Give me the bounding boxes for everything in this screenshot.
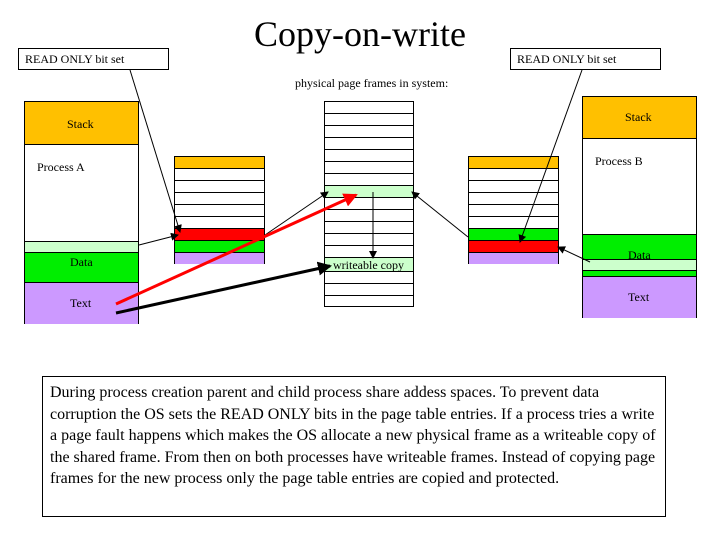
page-table-b-entry — [469, 205, 558, 217]
page-table-a-read-only-entry — [175, 229, 264, 241]
physical-frame — [325, 126, 413, 138]
page-table-a-entry — [175, 205, 264, 217]
page-table-b-entry — [469, 157, 558, 169]
process-a-text-label: Text — [70, 296, 92, 310]
process-a-stack-segment — [25, 102, 138, 145]
process-b-page-table — [468, 156, 559, 264]
process-b-stack-label: Stack — [625, 110, 652, 124]
physical-frame — [325, 138, 413, 150]
page-table-b-entry — [469, 217, 558, 229]
process-b-data-shared-segment — [583, 259, 696, 270]
page-table-b-entry — [469, 193, 558, 205]
writeable-copy-arrow — [115, 261, 332, 315]
physical-frames-label: physical page frames in system: — [295, 76, 449, 90]
read-only-callout-right: READ ONLY bit set — [510, 48, 661, 70]
physical-frame — [325, 162, 413, 174]
process-b-data-segment-lower — [583, 270, 696, 276]
description-text: During process creation parent and child… — [50, 384, 656, 488]
process-b-data-segment — [583, 234, 696, 259]
write-attempt-arrow — [115, 193, 358, 306]
page-table-b-entry — [469, 181, 558, 193]
physical-frame — [325, 210, 413, 222]
process-a-data-shared-segment — [25, 241, 138, 252]
physical-frame — [325, 234, 413, 246]
process-b-stack-segment — [583, 97, 696, 139]
page-table-a-data-entry — [175, 241, 264, 253]
read-only-callout-left: READ ONLY bit set — [18, 48, 169, 70]
callout-right-pointer — [518, 69, 583, 243]
process-a-stack-label: Stack — [67, 117, 94, 131]
process-a-data-label: Data — [70, 255, 93, 269]
process-b-text-segment — [583, 276, 696, 318]
physical-frame — [325, 222, 413, 234]
writeable-copy-label: writeable copy — [333, 258, 404, 272]
page-table-b-text-entry — [469, 253, 558, 264]
process-a-data-segment — [25, 252, 138, 282]
process-a-address-space: Stack Process A Data Text — [24, 101, 139, 324]
read-only-callout-right-text: READ ONLY bit set — [517, 52, 617, 66]
physical-frame — [325, 150, 413, 162]
physical-frames: writeable copy — [324, 101, 414, 307]
page-table-a-entry — [175, 193, 264, 205]
physical-frame — [325, 198, 413, 210]
page-table-a-entry — [175, 181, 264, 193]
process-a-name: Process A — [37, 160, 85, 174]
process-b-data-label: Data — [628, 248, 651, 262]
process-b-name: Process B — [595, 154, 643, 168]
page-table-b-data-entry — [469, 229, 558, 241]
physical-frame — [325, 284, 413, 296]
process-a-data-pointer — [138, 232, 179, 246]
page-title: Copy-on-write — [254, 14, 466, 54]
page-table-a-entry — [175, 217, 264, 229]
page-table-b-to-frame-pointer — [411, 191, 469, 238]
page-table-b-entry — [469, 169, 558, 181]
process-b-data-pointer — [557, 246, 591, 263]
process-b-address-space: Stack Process B Data Text — [582, 96, 697, 318]
read-only-callout-left-text: READ ONLY bit set — [25, 52, 125, 66]
page-table-b-read-only-entry — [469, 241, 558, 253]
page-table-a-to-frame-pointer — [264, 191, 329, 236]
physical-frame — [325, 272, 413, 284]
physical-frame — [325, 102, 413, 114]
physical-frame — [325, 114, 413, 126]
page-table-a-entry — [175, 169, 264, 181]
process-b-text-label: Text — [628, 290, 650, 304]
writeable-copy-frame — [325, 258, 413, 272]
page-table-a-entry — [175, 157, 264, 169]
physical-frame — [325, 174, 413, 186]
description-box: During process creation parent and child… — [42, 376, 666, 517]
callout-left-pointer — [129, 69, 182, 233]
